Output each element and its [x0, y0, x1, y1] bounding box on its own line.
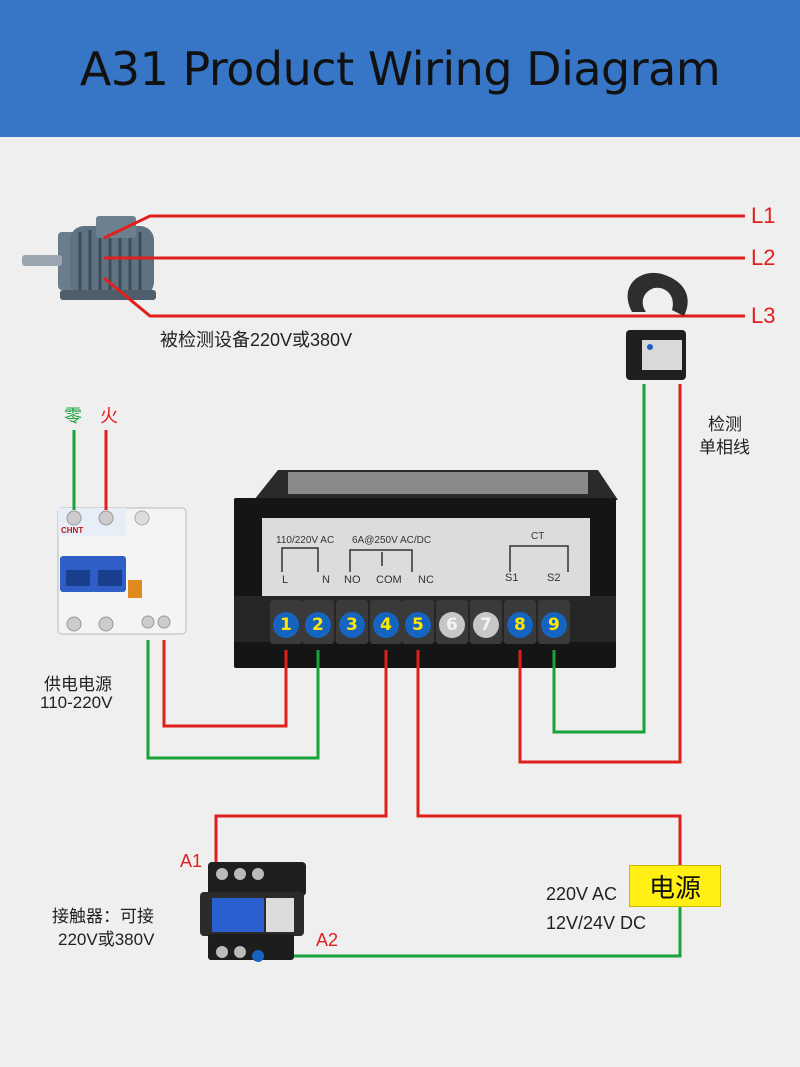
phase-l2-label: L2: [751, 245, 776, 270]
motor-icon: [22, 216, 156, 300]
terminal-1-number: 1: [280, 615, 292, 635]
power-supply-label: 电源: [648, 873, 701, 904]
panel-label-nc: NC: [418, 574, 434, 586]
panel-label-s1: S1: [505, 572, 519, 584]
power-supply-box: 电源: [629, 865, 721, 907]
contactor-icon: [200, 862, 306, 962]
live-label: 火: [100, 406, 118, 426]
terminal-5-number: 5: [412, 615, 424, 635]
breaker-caption-line2: 110-220V: [40, 693, 113, 712]
breaker-brand: CHNT: [61, 526, 84, 535]
phase-l3-label: L3: [751, 303, 776, 328]
contactor-a2-label: A2: [316, 930, 339, 950]
terminal-2-marker: [305, 612, 331, 638]
neutral-label: 零: [64, 406, 82, 426]
breaker-icon: [57, 507, 187, 635]
contactor-a1-label: A1: [180, 851, 203, 871]
ct-caption-line2: 单相线: [699, 438, 750, 457]
supply-dc-label: 12V/24V DC: [546, 913, 647, 933]
terminal-8-number: 8: [514, 615, 526, 635]
contactor-caption-line2: 220V或380V: [58, 930, 155, 949]
terminal-7-number: 7: [480, 615, 492, 635]
motor-caption: 被检测设备220V或380V: [160, 330, 353, 350]
terminal-3-number: 3: [346, 615, 358, 635]
terminal-9-number: 9: [548, 615, 560, 635]
terminal-4-number: 4: [380, 615, 392, 635]
terminal-block: [270, 600, 570, 644]
supply-ac-label: 220V AC: [546, 884, 618, 904]
phase-wires: [103, 214, 745, 318]
panel-label-com: COM: [376, 574, 402, 586]
panel-group-power: 110/220V AC: [276, 535, 335, 546]
page-title: A31 Product Wiring Diagram: [79, 41, 721, 96]
contactor-caption-line1: 接触器：可接: [52, 907, 154, 926]
panel-label-l: L: [282, 574, 289, 586]
ct-icon: [626, 272, 688, 380]
panel-group-ct: CT: [531, 531, 545, 542]
terminal-1-marker: [273, 612, 299, 638]
terminal-6-number: 6: [446, 615, 458, 635]
panel-group-relay: 6A@250V AC/DC: [352, 535, 432, 546]
panel-label-no: NO: [344, 574, 361, 586]
breaker-caption-line1: 供电电源: [44, 675, 112, 694]
signal-wires: [72, 384, 682, 958]
terminal-3-marker: [339, 612, 365, 638]
panel-label-s2: S2: [547, 572, 561, 584]
terminal-7-marker: [473, 612, 499, 638]
panel-brackets: [281, 545, 569, 572]
terminal-8-marker: [507, 612, 533, 638]
title-banner: A31 Product Wiring Diagram: [0, 0, 800, 137]
terminal-5-marker: [405, 612, 431, 638]
panel-label-n: N: [322, 574, 330, 586]
ct-caption-line1: 检测: [708, 415, 742, 434]
terminal-9-marker: [541, 612, 567, 638]
terminal-2-number: 2: [312, 615, 324, 635]
phase-l1-label: L1: [751, 203, 776, 228]
terminal-6-marker: [439, 612, 465, 638]
terminal-4-marker: [373, 612, 399, 638]
wiring-diagram: [22, 214, 745, 962]
